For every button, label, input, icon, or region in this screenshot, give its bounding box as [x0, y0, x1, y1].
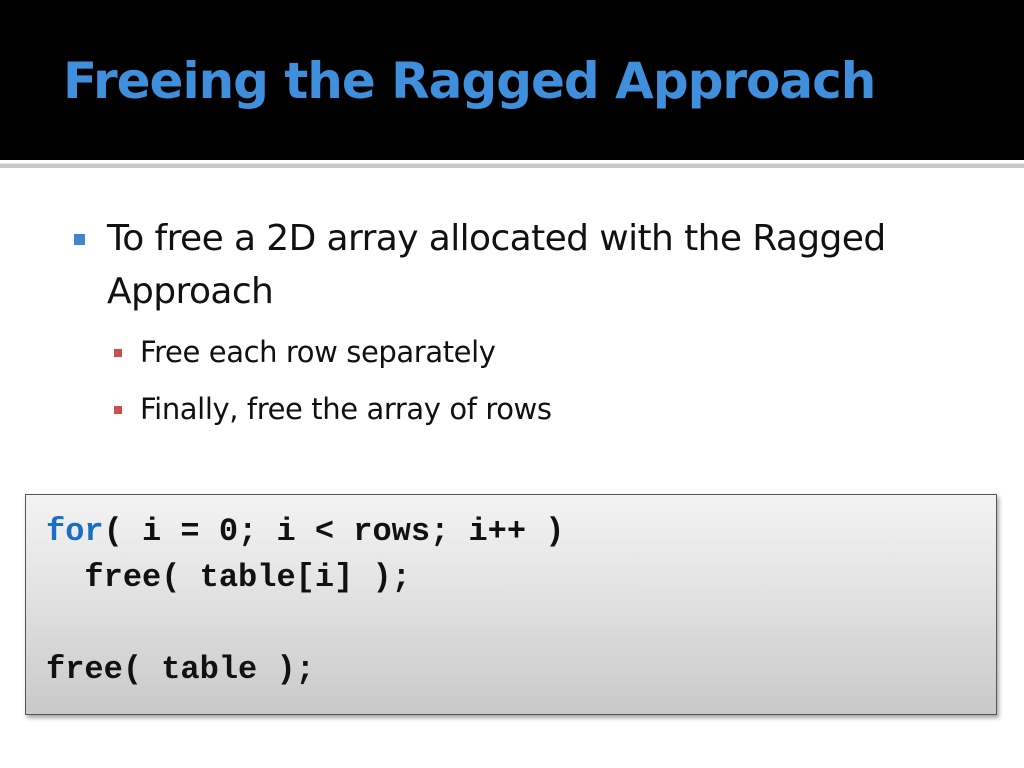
- title-divider: [0, 163, 1024, 168]
- bullet-item: To free a 2D array allocated with the Ra…: [74, 212, 974, 318]
- sub-bullet-text: Free each row separately: [140, 335, 496, 369]
- square-sub-bullet-icon: [114, 406, 122, 414]
- bullet-text-line-1: To free a 2D array allocated with the Ra…: [107, 218, 886, 259]
- code-line: free( table );: [46, 651, 315, 688]
- code-keyword: for: [46, 513, 104, 550]
- sub-bullet-text: Finally, free the array of rows: [140, 392, 552, 426]
- code-block: for( i = 0; i < rows; i++ ) free( table[…: [25, 494, 997, 715]
- square-bullet-icon: [74, 234, 85, 245]
- bullet-text-line-2: Approach: [107, 271, 274, 312]
- code-line: free( table[i] );: [46, 559, 411, 596]
- title-bar: [0, 0, 1024, 160]
- sub-bullet-item: Finally, free the array of rows: [74, 381, 974, 438]
- code-text: ( i = 0; i < rows; i++ ): [103, 513, 565, 550]
- square-sub-bullet-icon: [114, 349, 122, 357]
- code-line-blank: [46, 601, 996, 647]
- code-line: for( i = 0; i < rows; i++ ): [46, 509, 996, 555]
- sub-bullet-list: Free each row separately Finally, free t…: [74, 324, 974, 438]
- slide-title: Freeing the Ragged Approach: [63, 52, 876, 110]
- bullet-list: To free a 2D array allocated with the Ra…: [74, 212, 974, 438]
- sub-bullet-item: Free each row separately: [74, 324, 974, 381]
